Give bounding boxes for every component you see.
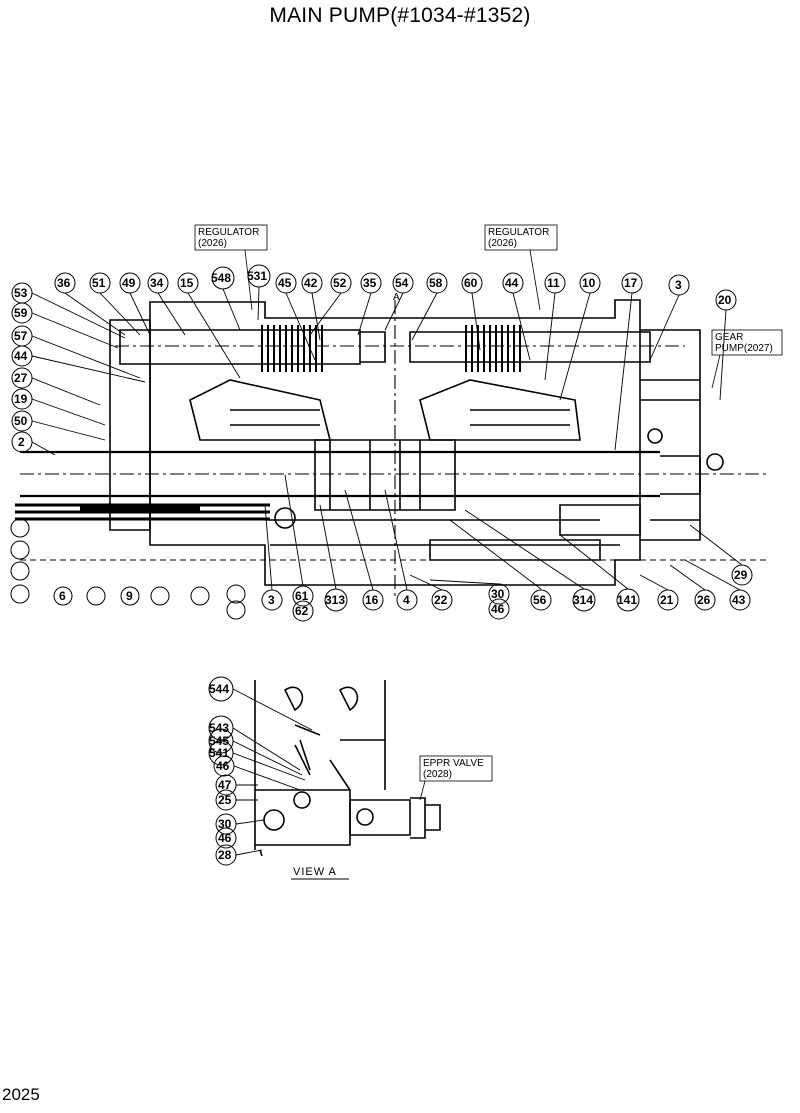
- part-label: 47: [218, 778, 232, 792]
- eppr-valve-code: (2028): [423, 769, 452, 780]
- part-label: 27: [14, 371, 28, 385]
- view-a-label: VIEW A: [293, 866, 337, 878]
- part-label: 46: [216, 759, 230, 773]
- regulator-left-code: (2026): [198, 238, 227, 249]
- part-label: 35: [363, 276, 377, 290]
- part-label: 30: [491, 587, 505, 601]
- part-label: 15: [180, 276, 194, 290]
- gear-pump-callout: GEAR PUMP(2027): [711, 329, 783, 389]
- part-label: 36: [57, 276, 71, 290]
- part-label: 19: [14, 392, 28, 406]
- view-a-detail-drawing: [254, 680, 441, 857]
- part-label: 26: [697, 593, 711, 607]
- part-label: 313: [325, 593, 345, 607]
- part-label: 4: [403, 593, 410, 607]
- part-label: 9: [126, 589, 133, 603]
- part-label: 52: [333, 276, 347, 290]
- part-label: 61: [295, 589, 309, 603]
- main-view-leader-lines: [31, 286, 743, 591]
- eppr-valve-callout: EPPR VALVE (2028): [419, 755, 493, 801]
- regulator-right-code: (2026): [488, 238, 517, 249]
- unlabeled-part-circles: [10, 518, 246, 620]
- part-label: 50: [14, 414, 28, 428]
- part-label: 141: [617, 593, 637, 607]
- part-label: 25: [218, 793, 232, 807]
- part-label: 53: [14, 286, 28, 300]
- regulator-right-name: REGULATOR: [488, 227, 549, 238]
- part-label: 548: [211, 271, 231, 285]
- part-label: 29: [734, 568, 748, 582]
- part-label: 34: [150, 276, 164, 290]
- part-label: 46: [218, 831, 232, 845]
- part-label: 49: [122, 276, 136, 290]
- part-label: 21: [660, 593, 674, 607]
- view-a-part-labels: 544 543 545 541 46 47 25 30 46 28: [208, 676, 237, 866]
- page-title: MAIN PUMP(#1034-#1352): [269, 4, 531, 27]
- eppr-valve-name: EPPR VALVE: [423, 758, 484, 769]
- regulator-left-callout: REGULATOR (2026): [194, 224, 268, 311]
- part-label: 51: [92, 276, 106, 290]
- part-label: 16: [365, 593, 379, 607]
- gear-pump-name: GEAR: [715, 332, 743, 343]
- view-a-marker: A: [393, 292, 400, 303]
- part-label: 22: [434, 593, 448, 607]
- part-label: 59: [14, 306, 28, 320]
- part-label: 62: [295, 604, 309, 618]
- part-label: 541: [209, 746, 229, 760]
- part-label: 20: [718, 293, 732, 307]
- part-label: 44: [505, 276, 519, 290]
- part-label: 6: [59, 589, 66, 603]
- gear-pump-code: PUMP(2027): [715, 343, 773, 354]
- part-label: 45: [278, 276, 292, 290]
- part-label: 54: [395, 276, 409, 290]
- view-a-caption: VIEW A: [291, 866, 349, 880]
- part-label: 544: [209, 682, 229, 696]
- view-a-leader-lines: [232, 688, 313, 856]
- part-label: 58: [429, 276, 443, 290]
- part-label: 42: [304, 276, 318, 290]
- part-label: 60: [464, 276, 478, 290]
- part-label: 56: [533, 593, 547, 607]
- part-label: 28: [218, 848, 232, 862]
- part-label: 43: [732, 593, 746, 607]
- part-label: 314: [573, 593, 593, 607]
- part-label: 46: [491, 602, 505, 616]
- pump-cross-section-drawing: [15, 299, 770, 600]
- part-label: 57: [14, 329, 28, 343]
- part-label: 531: [247, 269, 267, 283]
- part-label: 3: [268, 593, 275, 607]
- part-label: 11: [547, 276, 560, 290]
- part-label: 2: [18, 435, 25, 449]
- regulator-right-callout: REGULATOR (2026): [484, 224, 558, 311]
- part-label: 3: [675, 278, 682, 292]
- part-label: 44: [14, 349, 28, 363]
- part-label: 17: [624, 276, 638, 290]
- part-label: 10: [582, 276, 596, 290]
- page-number: 2025: [2, 1085, 40, 1104]
- part-label: 30: [218, 817, 232, 831]
- regulator-left-name: REGULATOR: [198, 227, 259, 238]
